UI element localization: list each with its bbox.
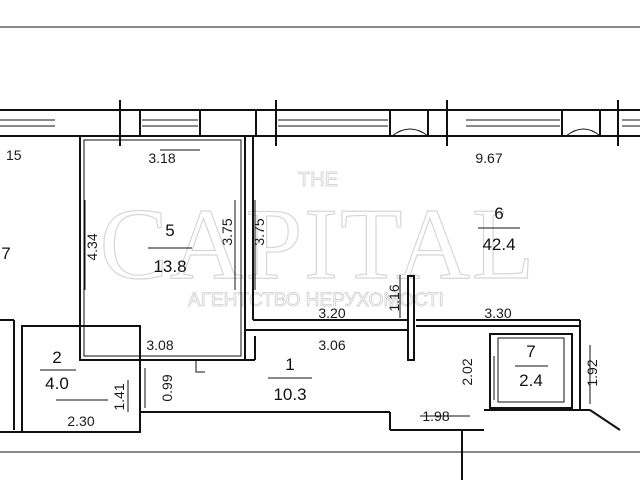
- door-post: [407, 275, 415, 361]
- dimension-ticks: [56, 149, 591, 417]
- room-6-area: 42.4: [482, 235, 515, 254]
- dim-label: 1.41: [111, 383, 127, 410]
- room-5-area: 13.8: [153, 257, 186, 276]
- dim-label: 2.30: [67, 413, 94, 429]
- window-far-right: [599, 100, 640, 146]
- room-6-walls: [244, 136, 581, 410]
- dim-label: 3.08: [146, 337, 173, 353]
- room-2-number: 2: [52, 348, 61, 367]
- dim-label: 3.20: [318, 305, 345, 321]
- exterior-top-wall: [0, 109, 640, 137]
- dimension-labels: 15 3.18 9.67 4.34 3.75 3.75 1.16 3.20 3.…: [6, 147, 600, 429]
- dim-label: 3.75: [219, 218, 235, 245]
- dim-label: 3.06: [318, 337, 345, 353]
- dim-label: 1.98: [422, 408, 449, 424]
- room-7-inner: [497, 337, 565, 403]
- dim-label: 2.02: [459, 358, 475, 385]
- room-5-number: 5: [165, 221, 174, 240]
- dim-label: 1.16: [386, 284, 402, 311]
- dim-label: 3.18: [148, 150, 175, 166]
- room-7-number: 7: [526, 342, 535, 361]
- room-5-inner: [83, 139, 242, 357]
- dim-label: 3.75: [251, 218, 267, 245]
- dim-label: 15: [6, 147, 22, 163]
- window-room5: [119, 100, 201, 146]
- dim-label: 0.99: [159, 374, 175, 401]
- watermark-main-text: CAPITAL: [100, 188, 537, 301]
- dim-label: 4.34: [84, 233, 100, 260]
- room-1-number: 1: [285, 355, 294, 374]
- room-labels: 5 13.8 6 42.4 1 10.3 2 4.0 7 2.4 7: [1, 204, 548, 404]
- room-1-area: 10.3: [273, 385, 306, 404]
- room-1-walls: [140, 336, 621, 431]
- dim-label: 1.92: [584, 359, 600, 386]
- room-7-walls: [489, 333, 573, 409]
- dim-label: 9.67: [475, 150, 502, 166]
- window-room6-left: [255, 100, 429, 146]
- room-7-area: 2.4: [519, 371, 543, 390]
- room-2-area: 4.0: [45, 374, 69, 393]
- room-left-partial-area: 7: [1, 244, 10, 263]
- room-6-number: 6: [494, 204, 503, 223]
- window-room6-right: [427, 100, 601, 146]
- watermark: THE CAPITAL АГЕНТСТВО НЕРУХОМОСТІ: [99, 169, 537, 312]
- watermark-sub-text: АГЕНТСТВО НЕРУХОМОСТІ: [188, 290, 444, 311]
- watermark-small-text: THE: [298, 169, 338, 191]
- room-2-walls: [0, 319, 141, 433]
- dim-label: 3.30: [484, 305, 511, 321]
- window-left: [0, 119, 55, 127]
